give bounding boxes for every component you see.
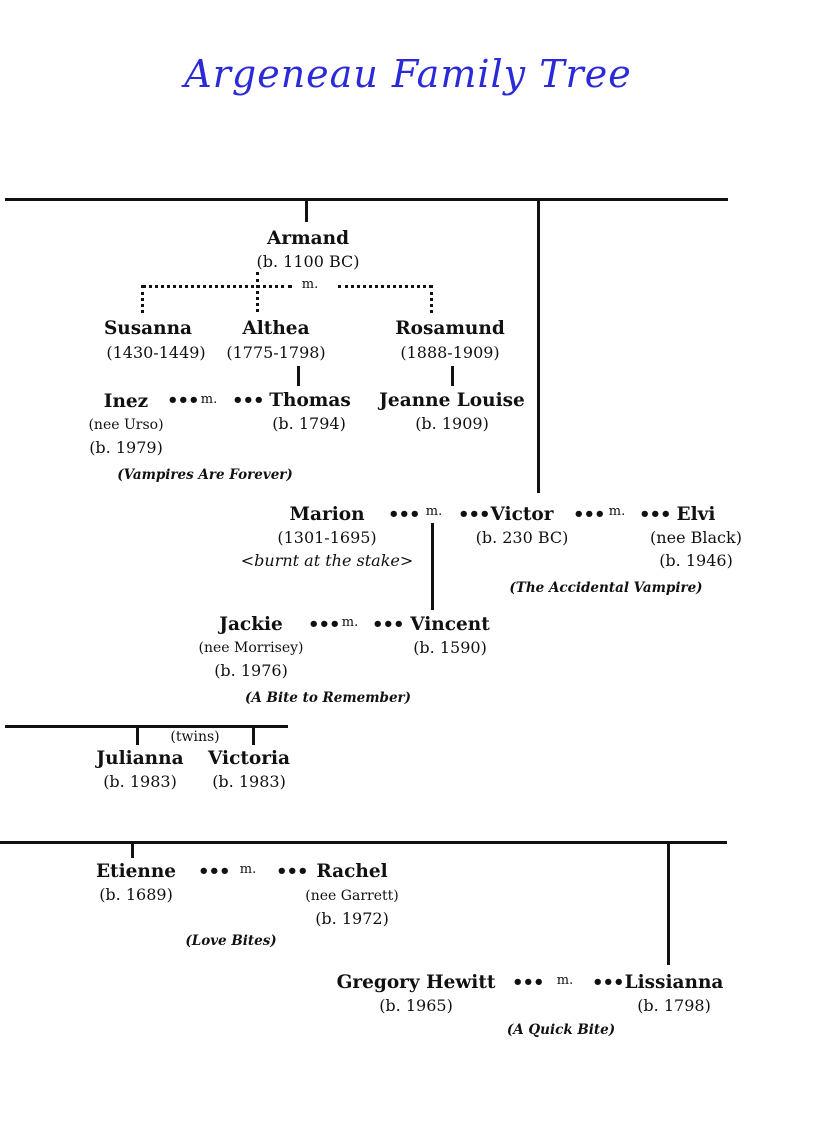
inez-dates: (b. 1979) — [89, 438, 163, 457]
vincent-dots: ••• — [372, 614, 405, 635]
armand-stem-line — [305, 200, 308, 222]
rachel-name: Rachel — [316, 861, 388, 882]
althea-name: Althea — [242, 318, 310, 339]
victoria-stem-line — [252, 727, 255, 745]
etienne-dots: ••• — [198, 861, 231, 882]
althea-dates: (1775-1798) — [226, 343, 326, 362]
book-quick-bite: (A Quick Bite) — [506, 1022, 616, 1038]
marion-dots: ••• — [388, 504, 421, 525]
rachel-maiden: (nee Garrett) — [305, 888, 399, 904]
armand-name: Armand — [266, 228, 350, 249]
book-love-bites: (Love Bites) — [185, 933, 277, 949]
jackie-dots: ••• — [308, 614, 341, 635]
julianna-name: Julianna — [96, 748, 184, 769]
top-bar-line — [5, 198, 728, 201]
jackie-maiden: (nee Morrisey) — [198, 640, 304, 656]
thomas-name: Thomas — [269, 390, 351, 411]
etienne-rachel-marriage-label: m. — [239, 862, 257, 877]
victor-dots-right: ••• — [573, 504, 606, 525]
thomas-dates: (b. 1794) — [272, 414, 346, 433]
inez-dots-left: ••• — [167, 390, 200, 411]
elvi-dates: (b. 1946) — [659, 551, 733, 570]
victoria-dates: (b. 1983) — [212, 772, 286, 791]
lissianna-name: Lissianna — [624, 972, 724, 993]
gregory-dots: ••• — [512, 972, 545, 993]
marion-name: Marion — [289, 504, 365, 525]
thomas-dots-right: ••• — [232, 390, 265, 411]
twins-label: (twins) — [170, 729, 220, 745]
jackie-name: Jackie — [219, 614, 283, 635]
jackie-dates: (b. 1976) — [214, 661, 288, 680]
rosamund-dates: (1888-1909) — [400, 343, 500, 362]
armand-marriage-dotted-right — [338, 285, 432, 288]
lissianna-stem-line — [667, 843, 670, 965]
inez-maiden: (nee Urso) — [88, 417, 164, 433]
victor-dots-left: ••• — [458, 504, 491, 525]
etienne-stem-line — [131, 843, 134, 858]
gregory-name: Gregory Hewitt — [336, 972, 496, 993]
inez-name: Inez — [103, 391, 149, 412]
victoria-name: Victoria — [208, 748, 290, 769]
inez-thomas-marriage-label: m. — [200, 392, 218, 407]
elvi-maiden: (nee Black) — [650, 528, 742, 547]
etienne-dates: (b. 1689) — [99, 885, 173, 904]
jeanne-stem-line — [451, 366, 454, 386]
armand-dotted-stem — [256, 272, 259, 312]
etienne-name: Etienne — [95, 861, 177, 882]
vincent-stem-line — [431, 523, 434, 610]
lower-bar-line — [0, 841, 727, 844]
book-accidental-vampire: (The Accidental Vampire) — [509, 580, 703, 596]
elvi-name: Elvi — [676, 504, 716, 525]
book-vampires-are-forever: (Vampires Are Forever) — [117, 467, 293, 483]
susanna-dates: (1430-1449) — [106, 343, 206, 362]
page-title: Argeneau Family Tree — [184, 52, 632, 96]
vincent-name: Vincent — [410, 614, 490, 635]
susanna-name: Susanna — [103, 318, 193, 339]
julianna-stem-line — [136, 727, 139, 745]
lissianna-dates: (b. 1798) — [637, 996, 711, 1015]
elvi-dots: ••• — [639, 504, 672, 525]
rosamund-name: Rosamund — [395, 318, 505, 339]
marion-note: <burnt at the stake> — [240, 551, 414, 570]
gregory-dates: (b. 1965) — [379, 996, 453, 1015]
susanna-dotted-drop — [141, 285, 144, 313]
armand-dates: (b. 1100 BC) — [256, 252, 360, 271]
twins-bar-line — [5, 725, 288, 728]
rachel-dots: ••• — [276, 861, 309, 882]
thomas-stem-line — [297, 366, 300, 386]
victor-elvi-marriage-label: m. — [608, 504, 626, 519]
julianna-dates: (b. 1983) — [103, 772, 177, 791]
rosamund-dotted-drop — [430, 285, 433, 313]
jeanne-louise-dates: (b. 1909) — [415, 414, 489, 433]
lissianna-dots: ••• — [592, 972, 625, 993]
jackie-vincent-marriage-label: m. — [341, 615, 359, 630]
victor-name: Victor — [490, 504, 554, 525]
book-bite-to-remember: (A Bite to Remember) — [244, 690, 412, 706]
jeanne-louise-name: Jeanne Louise — [379, 390, 525, 411]
vincent-dates: (b. 1590) — [413, 638, 487, 657]
armand-marriage-label: m. — [301, 277, 319, 292]
victor-stem-line — [537, 200, 540, 493]
rachel-dates: (b. 1972) — [315, 909, 389, 928]
gregory-lissianna-marriage-label: m. — [556, 973, 574, 988]
marion-victor-marriage-label: m. — [425, 504, 443, 519]
victor-dates: (b. 230 BC) — [475, 528, 569, 547]
marion-dates: (1301-1695) — [277, 528, 377, 547]
armand-marriage-dotted-left — [142, 285, 292, 288]
